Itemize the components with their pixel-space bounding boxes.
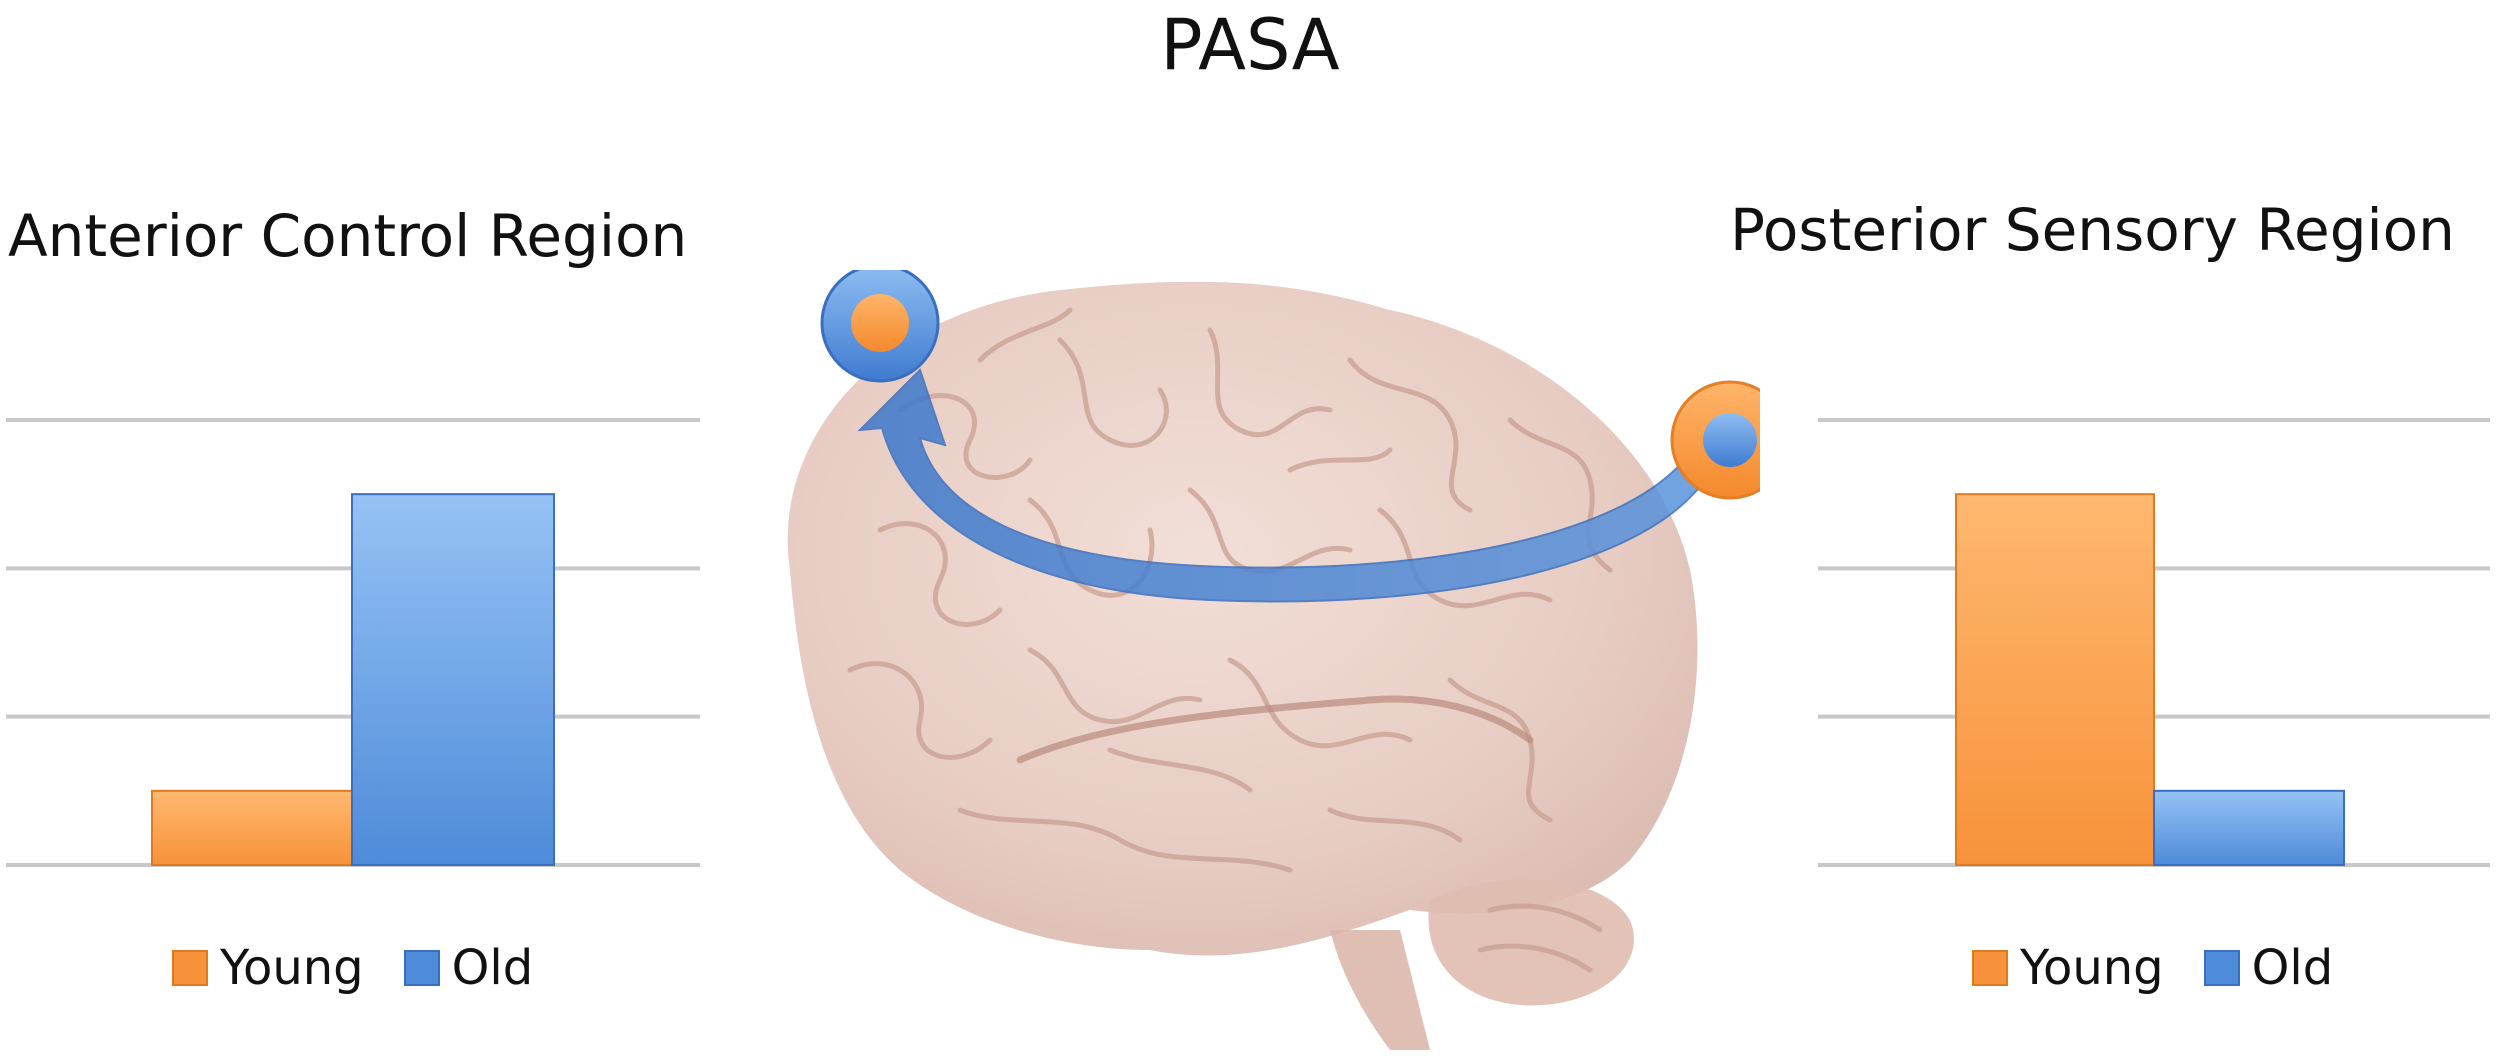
legend-swatch-young [172,950,208,986]
posterior-chart [1818,418,2490,867]
anterior-node [820,270,940,383]
bar-young [151,789,353,867]
posterior-chart-title: Posterior Sensory Region [1730,196,2455,264]
bar-old [351,493,555,867]
posterior-node [1670,380,1760,500]
anterior-chart [6,418,700,867]
posterior-legend: Young Old [1972,938,2333,998]
legend-swatch-young [1972,950,2008,986]
brain-diagram [787,270,1760,1050]
anterior-chart-title: Anterior Control Region [8,202,688,270]
bar-old [2153,789,2345,867]
main-title: PASA [1160,4,1340,86]
compensation-arrow [857,368,1720,603]
legend-swatch-old [2203,950,2240,986]
legend-swatch-old [403,950,440,986]
legend-label-old: Old [451,940,534,996]
bar-young [1955,493,2155,867]
legend-label-young: Young [220,940,364,996]
anterior-legend: Young Old [172,938,533,998]
legend-label-old: Old [2251,940,2334,996]
brain-illustration [787,281,1698,1050]
legend-label-young: Young [2020,940,2164,996]
